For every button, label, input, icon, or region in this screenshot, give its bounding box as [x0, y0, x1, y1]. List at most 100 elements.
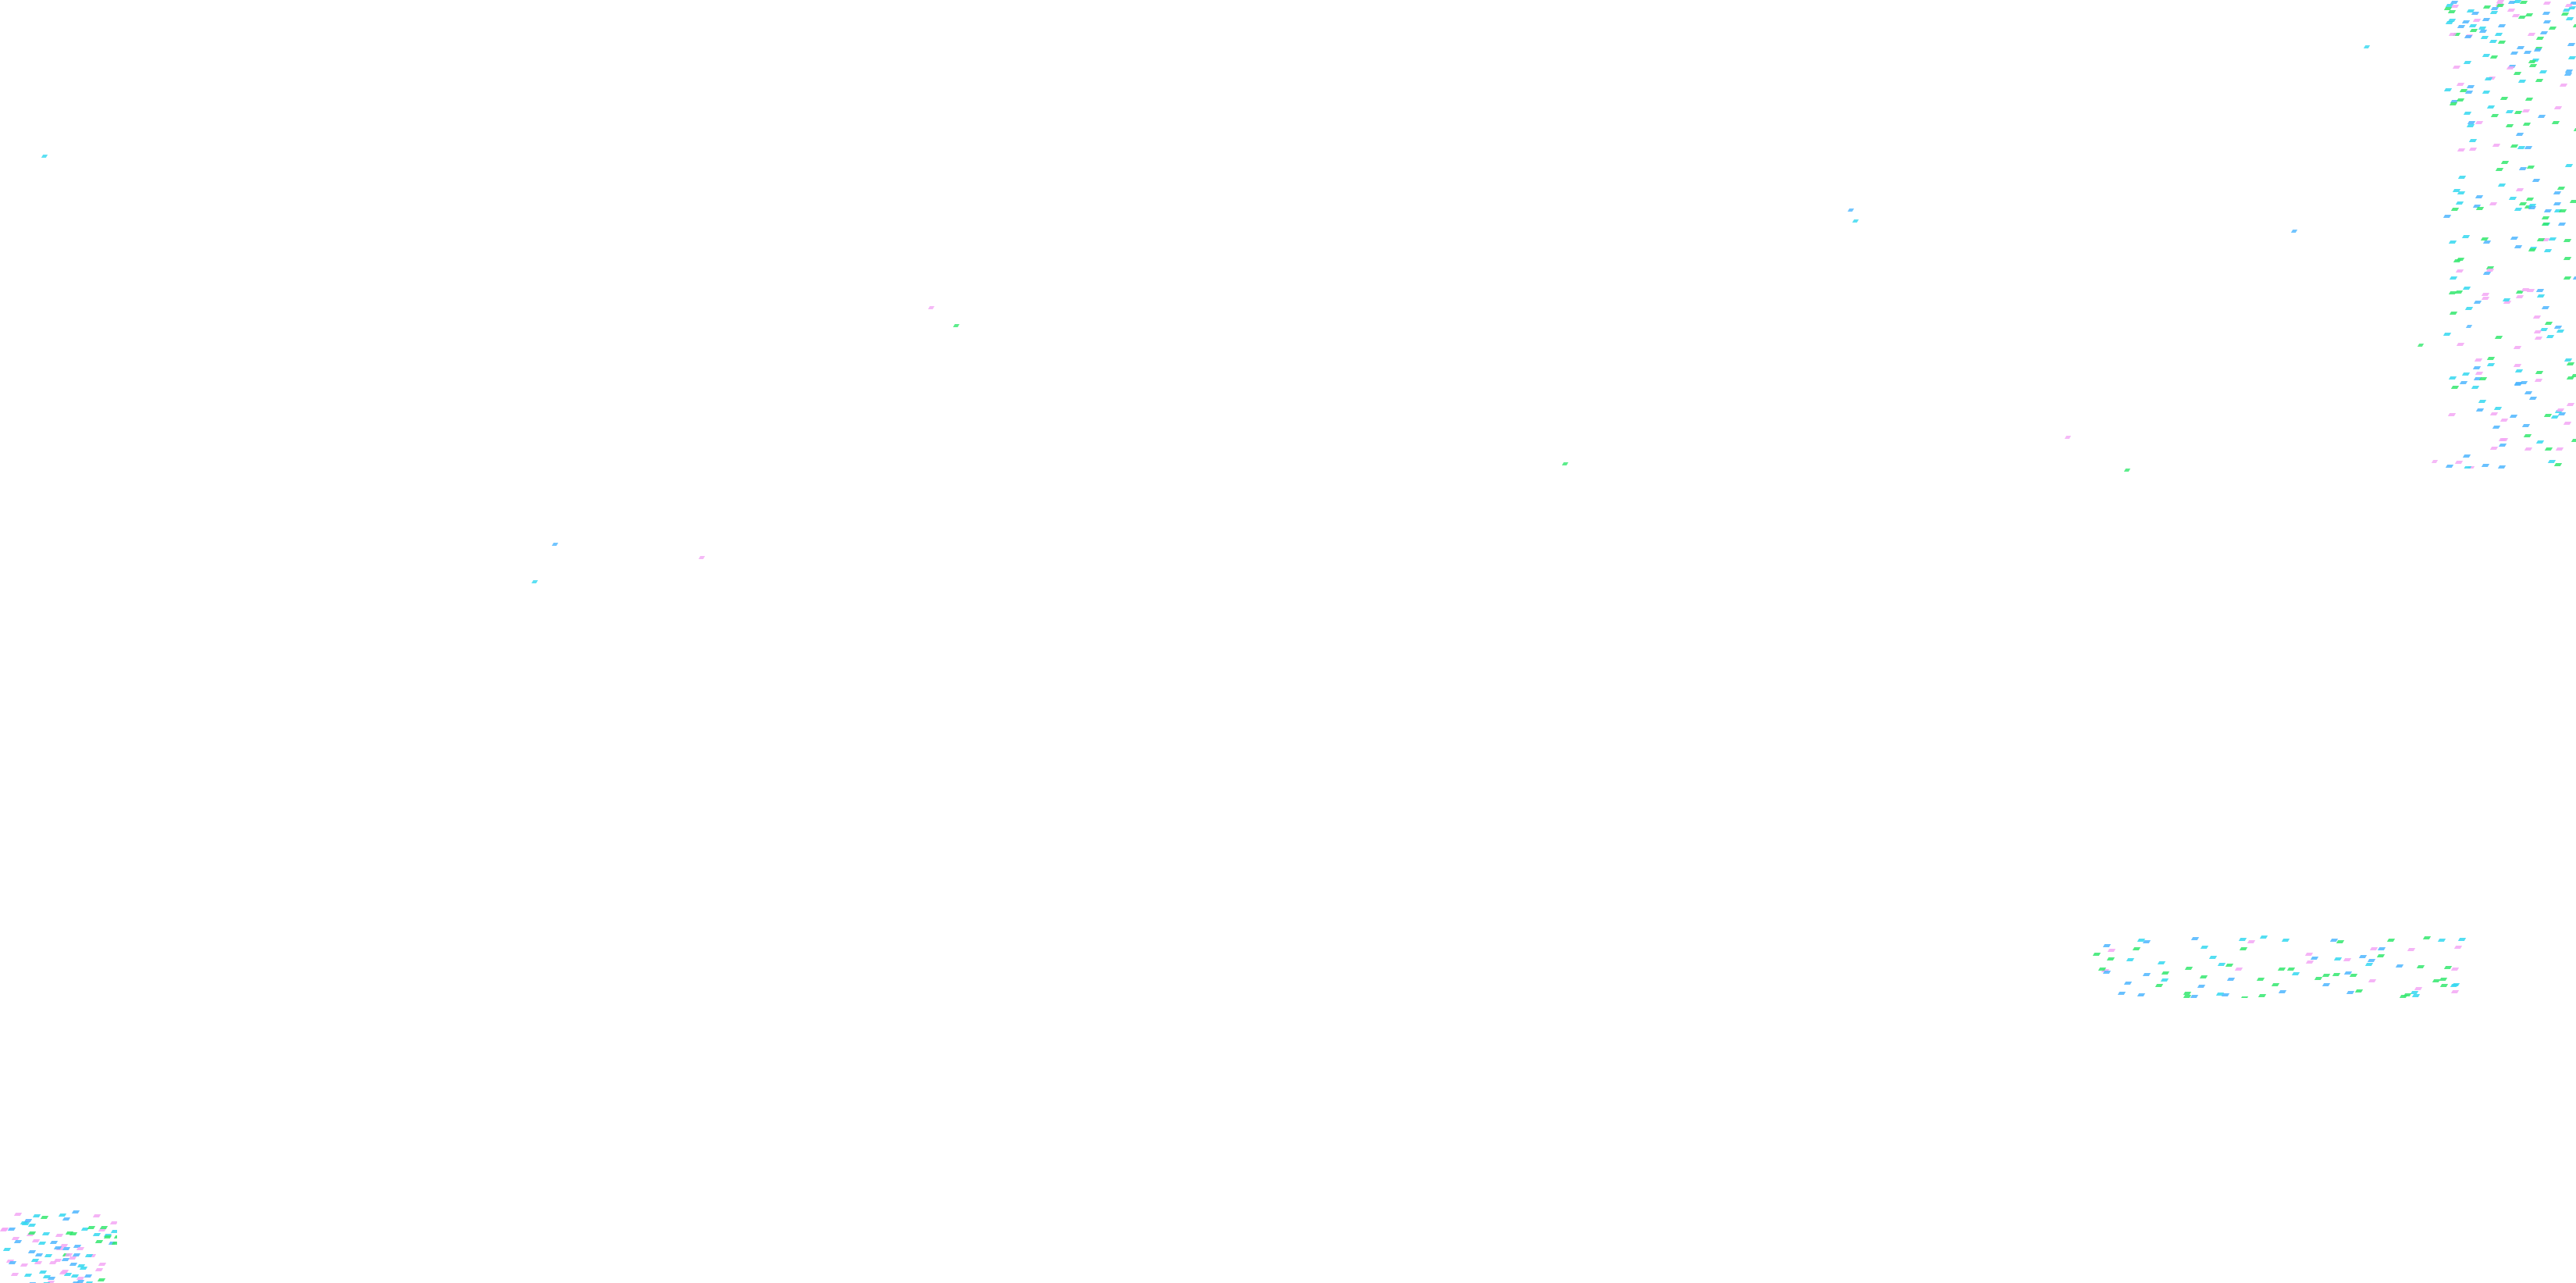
noise-pixel [2556, 408, 2565, 412]
noise-pixel [2514, 208, 2523, 211]
noise-pixel [2510, 144, 2519, 148]
noise-pixel [2546, 335, 2555, 338]
noise-pixel [2535, 440, 2545, 444]
noise-pixel [2489, 55, 2499, 59]
noise-pixel [41, 1232, 51, 1235]
noise-pixel [2553, 463, 2563, 466]
noise-pixel [2555, 447, 2564, 451]
noise-pixel [68, 1256, 77, 1260]
noise-pixel [40, 1216, 49, 1219]
noise-pixel [2126, 958, 2135, 961]
noise-pixel [2500, 97, 2509, 100]
noise-pixel [2305, 960, 2314, 964]
noise-pixel [2271, 983, 2280, 986]
noise-pixel [2475, 408, 2485, 412]
noise-pixel [53, 1259, 62, 1262]
noise-pixel [2553, 326, 2563, 329]
noise-pixel [2523, 51, 2532, 54]
noise-pixel [2450, 5, 2460, 8]
noise-pixel [2332, 973, 2341, 976]
noise-pixel [2454, 461, 2464, 464]
noise-pixel [2535, 79, 2544, 82]
noise-pixel [13, 1240, 23, 1243]
noise-pixel [531, 580, 539, 583]
noise-pixel [2447, 10, 2457, 13]
noise-pixel [2221, 993, 2230, 996]
noise-pixel [2478, 30, 2488, 33]
noise-pixel [2513, 364, 2522, 367]
noise-pixel [2525, 198, 2535, 201]
noise-pixel [27, 1250, 37, 1253]
noise-pixel [2208, 956, 2218, 959]
noise-pixel [2369, 947, 2379, 950]
noise-pixel [2535, 37, 2545, 40]
noise-pixel [2523, 434, 2532, 437]
noise-pixel [2463, 466, 2472, 469]
noise-pixel [2500, 419, 2509, 422]
noise-pixel [2541, 216, 2550, 219]
noise-pixel [2256, 978, 2265, 981]
noise-pixel [2290, 230, 2298, 233]
noise-pixel [2238, 938, 2247, 941]
noise-pixel [2563, 422, 2572, 425]
noise-pixel [2457, 938, 2467, 941]
noise-pixel [2558, 209, 2567, 212]
noise-pixel [2532, 315, 2542, 319]
noise-pixel [2497, 184, 2507, 187]
noise-pixel [2522, 123, 2532, 126]
noise-pixel [2571, 439, 2576, 442]
noise-pixel [2137, 993, 2146, 996]
noise-pixel [2557, 223, 2567, 226]
noise-pixel [2452, 66, 2461, 69]
noise-pixel [2448, 241, 2457, 244]
noise-pixel [2456, 258, 2465, 261]
noise-pixel [2486, 357, 2496, 360]
noise-pixel [2450, 208, 2460, 211]
noise-pixel [2472, 366, 2482, 369]
noise-pixel [2157, 961, 2166, 964]
noise-pixel [2377, 947, 2386, 950]
noise-pixel [2564, 164, 2574, 167]
noise-pixel [2544, 447, 2553, 451]
noise-pixel [2457, 176, 2467, 179]
noise-pixel [2443, 215, 2452, 218]
noise-pixel [2450, 990, 2460, 993]
noise-pixel [2566, 362, 2575, 365]
noise-pixel [2448, 376, 2457, 380]
noise-pixel [2541, 306, 2550, 309]
noise-pixel [2569, 200, 2576, 203]
noise-pixel [2343, 958, 2352, 961]
noise-pixel [2539, 70, 2548, 73]
noise-pixel [2478, 377, 2488, 380]
noise-pixel [2457, 25, 2466, 28]
noise-pixel [2524, 98, 2534, 101]
noise-pixel [2456, 343, 2465, 346]
noise-pixel [2489, 11, 2499, 14]
noise-pixel [113, 1235, 117, 1238]
noise-pixel [2439, 984, 2449, 987]
noise-pixel [0, 1228, 9, 1231]
noise-pixel [2376, 954, 2386, 957]
noise-pixel [2507, 9, 2516, 12]
noise-pixel [20, 1263, 29, 1267]
noise-pixel [2449, 312, 2458, 315]
noise-pixel [2437, 939, 2446, 942]
noise-pixel [1561, 462, 1569, 465]
noise-pixel [2510, 237, 2519, 240]
noise-pixel [2492, 426, 2501, 429]
noise-pixel [2449, 102, 2458, 105]
noise-pixel [2482, 241, 2492, 244]
noise-pixel [103, 1235, 112, 1238]
noise-pixel [2190, 937, 2200, 940]
noise-pixel [2456, 83, 2465, 86]
noise-pixel [2304, 953, 2314, 956]
noise-pixel [2449, 276, 2458, 280]
noise-pixel [2462, 287, 2471, 290]
noise-pixel [2572, 276, 2576, 280]
noise-pixel [2524, 146, 2533, 149]
noise-pixel [927, 306, 935, 309]
noise-pixel [2481, 297, 2490, 300]
noise-pixel [2565, 17, 2574, 20]
noise-pixel [2123, 982, 2133, 985]
